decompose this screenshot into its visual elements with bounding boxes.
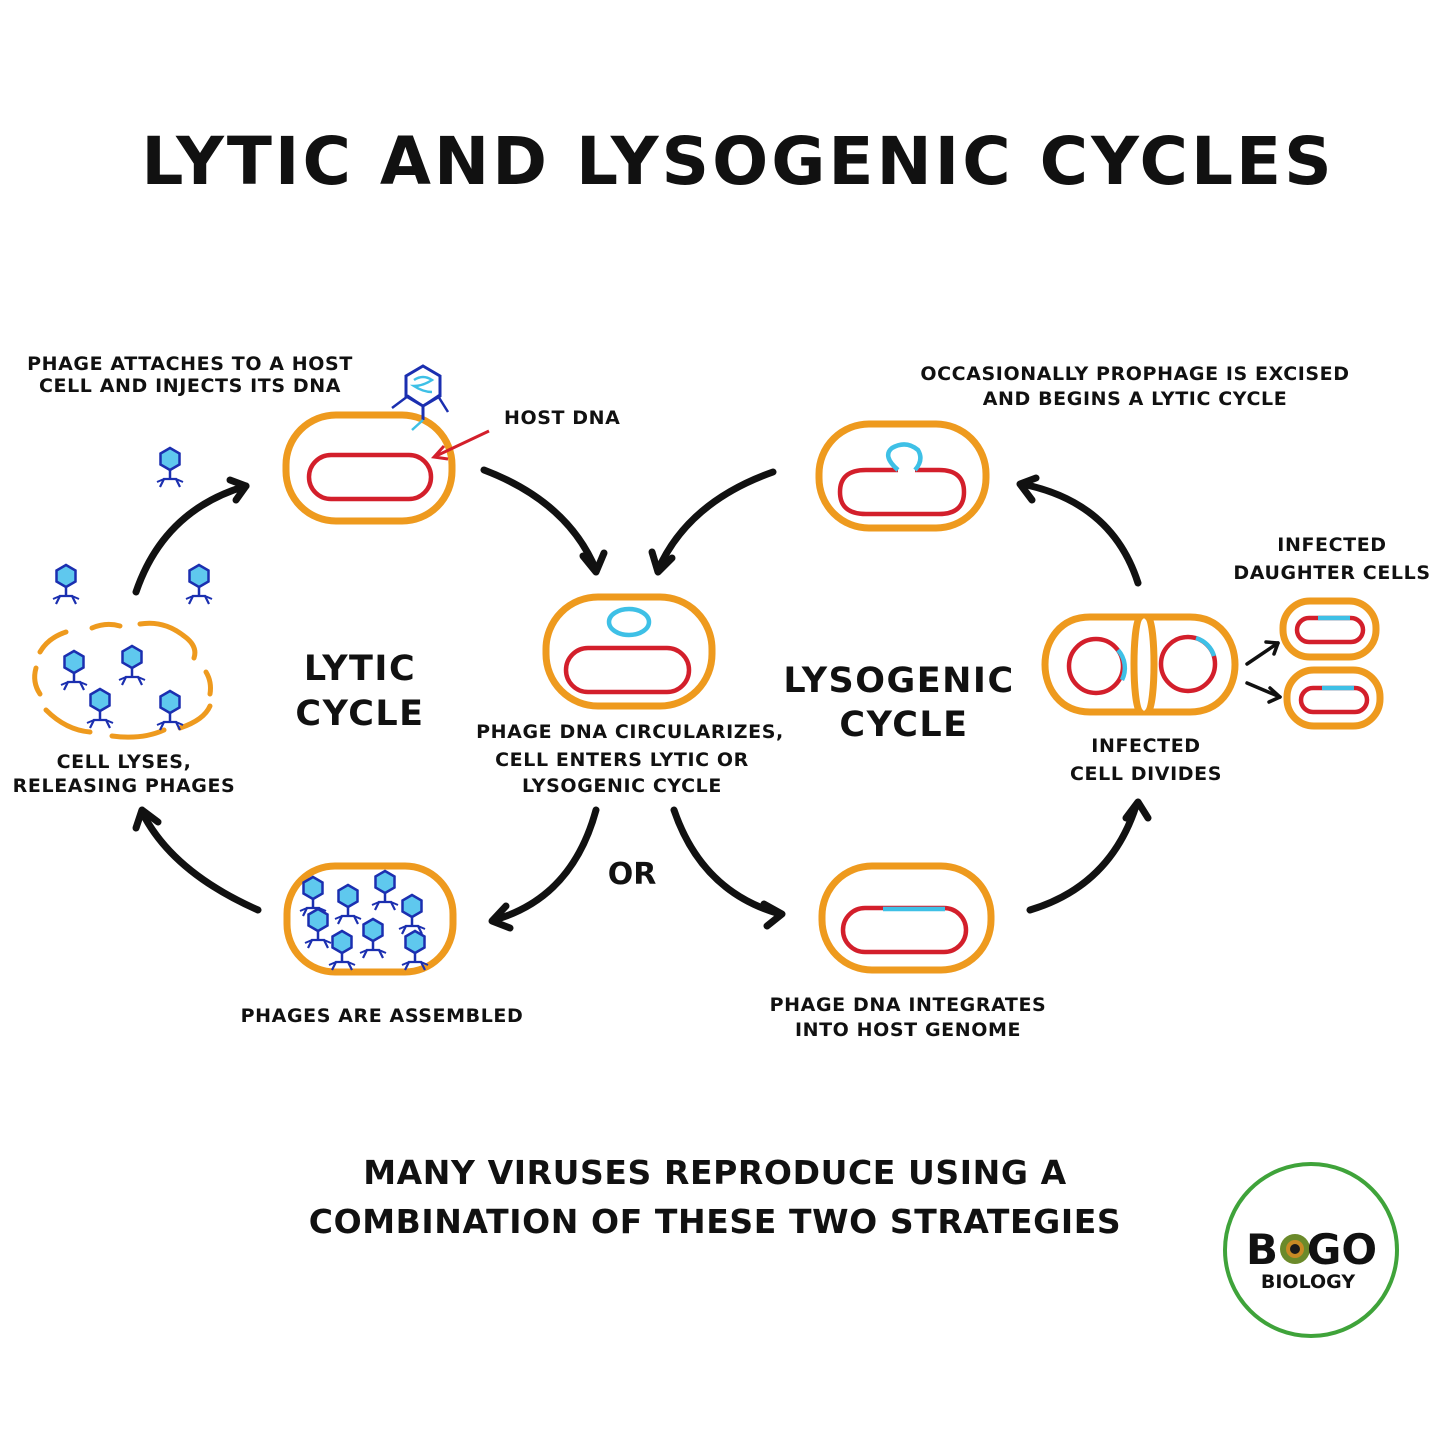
label-daughters-line1: INFECTED [1277,534,1386,556]
host-dna-loop [1298,685,1370,715]
cell-excision [815,420,990,532]
footer-line1: MANY VIRUSES REPRODUCE USING A [363,1153,1067,1192]
arrow-attach-to-circularize [480,466,608,576]
phage-icon [155,446,185,489]
host-dna-loop [1066,636,1126,696]
label-integrates-line2: INTO HOST GENOME [795,1019,1021,1041]
page-title: LYTIC AND LYSOGENIC CYCLES [141,123,1334,200]
cell-membrane [542,593,716,710]
phage-icon [400,929,430,972]
arrow-integrated-to-dividing [1026,798,1152,914]
phage-icon [333,883,363,926]
label-host-dna: HOST DNA [504,407,621,429]
arrow-circularize-to-assembled [488,806,600,932]
label-attach-line1: PHAGE ATTACHES TO A HOST [27,353,353,375]
division-arrows [1245,640,1282,704]
attaching-phage-icon [391,364,450,431]
label-circularize-line3: LYSOGENIC CYCLE [522,775,722,797]
circular-phage-dna [606,606,652,638]
prophage-segment [1195,635,1217,657]
phage-icon [117,644,147,687]
phage-icon [327,929,357,972]
label-lytic-cycle-line2: CYCLE [295,694,424,734]
label-circularize-line2: CELL ENTERS LYTIC OR [495,749,749,771]
label-attach-line2: CELL AND INJECTS ITS DNA [39,375,341,397]
cell-integrated [818,862,995,974]
label-lyses-line1: CELL LYSES, [57,751,192,773]
logo-letters-go: GO [1307,1225,1377,1274]
arrow-dividing-to-excision [1016,474,1142,587]
footer-line2: COMBINATION OF THESE TWO STRATEGIES [309,1202,1121,1241]
host-dna-loop [837,467,967,517]
label-integrates-line1: PHAGE DNA INTEGRATES [770,994,1047,1016]
daughter-cell [1279,597,1380,661]
cell-membrane [282,411,456,525]
phage-icon [397,893,427,936]
arrow-lysis-to-attach [132,476,250,596]
cell-membrane [1041,613,1150,716]
cell-lysed [32,620,213,740]
phage-icon [51,563,81,606]
excising-prophage [885,442,923,472]
phage-icon [303,907,333,950]
label-excised-line1: OCCASIONALLY PROPHAGE IS EXCISED [920,363,1349,385]
cell-circularized [542,593,716,710]
cell-membrane [1283,666,1384,730]
cell-attachment [282,364,456,525]
cell-membrane [1138,613,1239,716]
arrow-assembled-to-lysis [132,806,262,914]
phage-icon [358,917,388,960]
eye-icon [1280,1234,1310,1264]
cell-membrane [1279,597,1380,661]
cell-assembled [283,862,457,976]
host-dna-loop [1294,615,1366,645]
phage-icon [59,649,89,692]
logo-letter-b: B [1246,1225,1278,1274]
label-excised-line2: AND BEGINS A LYTIC CYCLE [983,388,1288,410]
arrow-excision-to-circularize [648,468,777,576]
label-lytic-cycle-line1: LYTIC [304,649,416,689]
label-or: OR [608,857,657,892]
arrow-circularize-to-integrated [670,806,786,930]
label-lysogenic-cycle-line1: LYSOGENIC [783,661,1014,701]
daughter-cell [1283,666,1384,730]
label-assembled: PHAGES ARE ASSEMBLED [241,1005,524,1027]
host-dna-loop [1158,634,1218,694]
label-divides-line2: CELL DIVIDES [1070,763,1222,785]
cell-membrane [818,862,995,974]
label-daughters-line2: DAUGHTER CELLS [1233,562,1430,584]
logo-subtitle: BIOLOGY [1261,1271,1355,1293]
label-lyses-line2: RELEASING PHAGES [13,775,236,797]
host-dna-pointer-arrow [430,429,490,461]
phage-icon [155,689,185,732]
phage-icon [85,687,115,730]
bogo-biology-logo: B GO BIOLOGY [1223,1162,1399,1338]
label-divides-line1: INFECTED [1091,735,1200,757]
phage-icon [184,563,214,606]
cell-membrane [815,420,990,532]
prophage-segment [1116,648,1128,682]
logo-ring [1223,1162,1399,1338]
label-circularize-line1: PHAGE DNA CIRCULARIZES, [476,721,784,743]
host-dna-loop [840,905,969,955]
host-dna-loop [306,452,434,502]
label-lysogenic-cycle-line2: CYCLE [839,705,968,745]
cell-dividing [1041,613,1239,716]
cell-membrane [283,862,457,976]
host-dna-loop [563,645,692,695]
phage-icon [370,869,400,912]
